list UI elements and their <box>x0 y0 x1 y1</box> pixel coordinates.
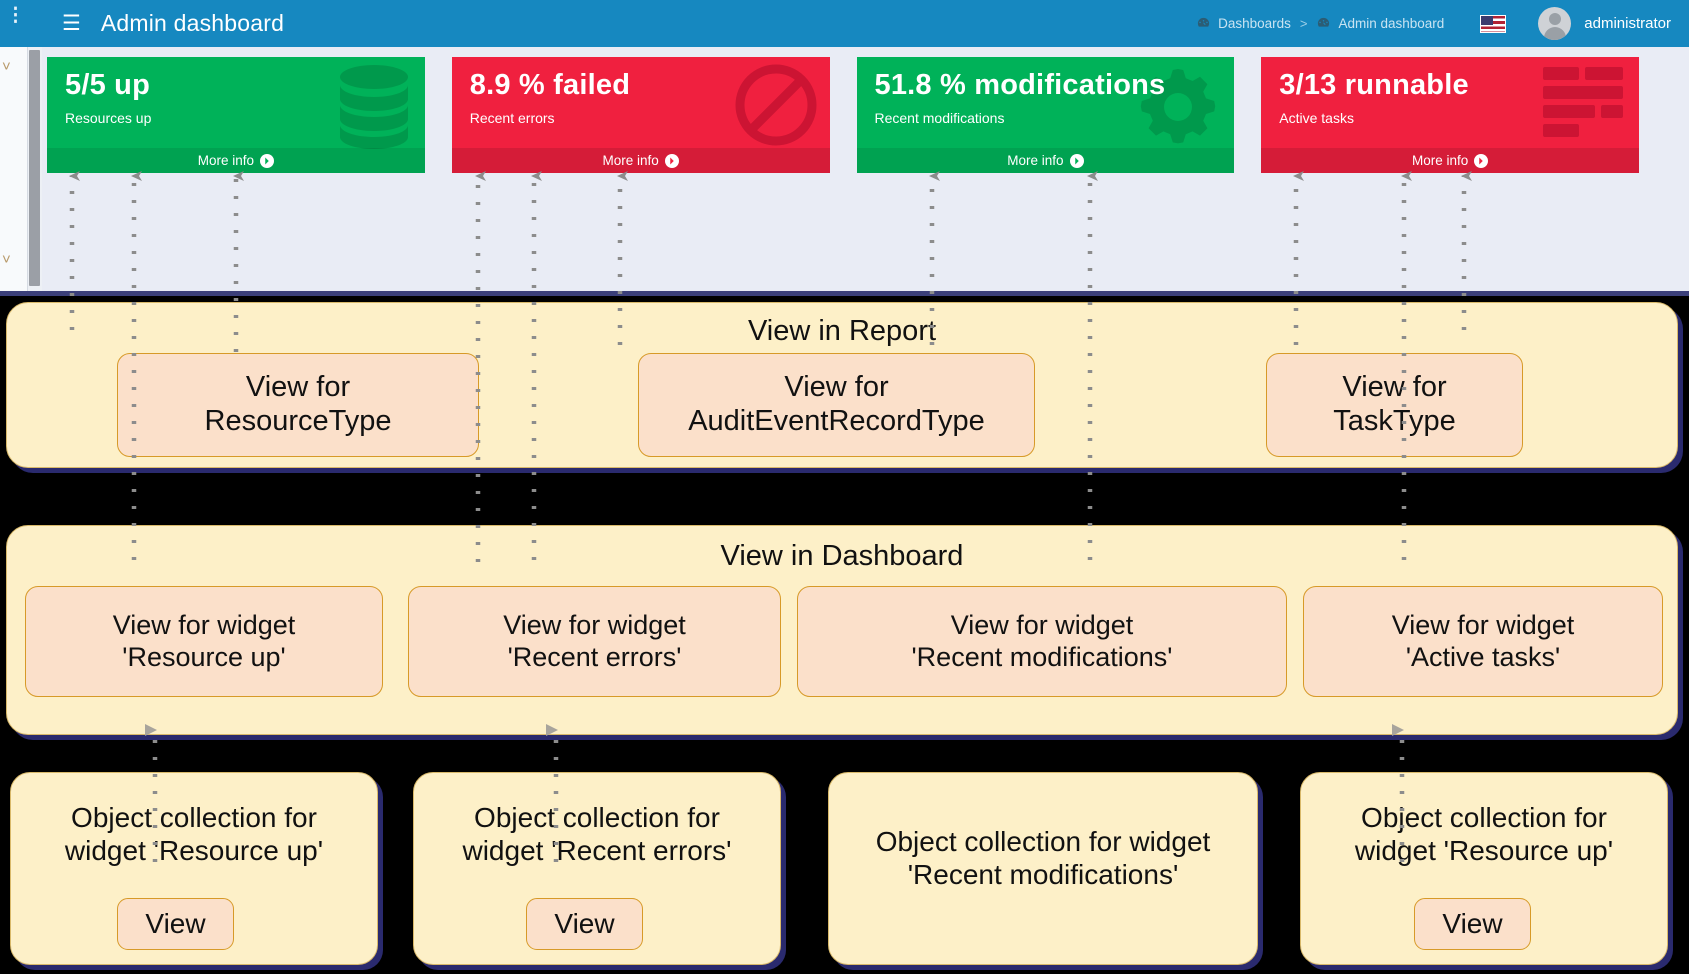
breadcrumb: Dashboards > Admin dashboard <box>1196 16 1444 31</box>
widget-card-row: 5/5 up Resources up More info <box>47 57 1639 173</box>
widget-value: 3/13 runnable <box>1279 69 1469 101</box>
widget-card-active-tasks[interactable]: 3/13 runnable Active tasks More info <box>1261 57 1639 173</box>
user-avatar-icon[interactable] <box>1538 7 1572 40</box>
chevron-down-icon[interactable]: ˅ <box>2 251 11 268</box>
node-label: View for AuditEventRecordType <box>688 371 985 437</box>
widget-description: Recent modifications <box>874 110 1005 127</box>
breadcrumb-item-admin-dashboard[interactable]: Admin dashboard <box>1316 16 1444 31</box>
widget-description: Resources up <box>65 110 152 127</box>
node-view-for-tasktype[interactable]: View for TaskType <box>1266 353 1523 457</box>
object-collection-resource-up: Object collection for widget 'Resource u… <box>10 772 378 965</box>
node-label: View for TaskType <box>1333 371 1456 437</box>
flag-canton <box>1481 15 1494 25</box>
view-button[interactable]: View <box>117 898 234 950</box>
user-name-label: administrator <box>1584 15 1671 32</box>
object-collection-label: Object collection for widget 'Recent mod… <box>875 826 1211 891</box>
node-widget-active-tasks[interactable]: View for widget 'Active tasks' <box>1303 586 1663 697</box>
view-in-dashboard-panel: View in Dashboard View for widget 'Resou… <box>6 525 1678 735</box>
gauge-icon <box>1196 16 1211 31</box>
panel-title-dashboard: View in Dashboard <box>720 540 964 572</box>
widget-more-info-link[interactable]: More info <box>47 148 425 173</box>
widget-more-info-link[interactable]: More info <box>451 148 830 173</box>
page-title: Admin dashboard <box>100 10 285 36</box>
top-navbar: ⋮ ☰ Admin dashboard Dashboards > <box>0 0 1689 47</box>
widget-card-body: 5/5 up Resources up <box>47 57 425 127</box>
sidebar-toggle-nub[interactable]: ⋮ <box>6 4 25 26</box>
node-label: View for widget 'Recent modifications' <box>911 610 1173 672</box>
arrow-circle-right-icon <box>260 153 275 168</box>
breadcrumb-separator: > <box>1299 16 1308 31</box>
navbar-left: ⋮ ☰ Admin dashboard <box>0 4 285 38</box>
gauge-icon <box>1316 16 1331 31</box>
object-collection-recent-modifications: Object collection for widget 'Recent mod… <box>828 772 1258 965</box>
widget-more-info-link[interactable]: More info <box>1261 148 1639 173</box>
widget-more-info-link[interactable]: More info <box>856 148 1235 173</box>
widget-card-recent-modifications[interactable]: 51.8 % modifications Recent modification… <box>856 57 1235 173</box>
view-in-report-panel: View in Report View for ResourceType Vie… <box>6 302 1678 468</box>
node-view-for-auditeventrecordtype[interactable]: View for AuditEventRecordType <box>638 353 1035 457</box>
gear-icon <box>1134 63 1222 156</box>
widget-value: 5/5 up <box>65 69 150 101</box>
widget-card-body: 8.9 % failed Recent errors <box>452 57 830 127</box>
widget-card-recent-errors[interactable]: 8.9 % failed Recent errors More info <box>451 57 830 173</box>
database-icon <box>335 63 413 154</box>
object-collection-label: Object collection for widget 'Recent err… <box>462 802 732 867</box>
ban-icon <box>734 63 818 152</box>
widget-card-resources-up[interactable]: 5/5 up Resources up More info <box>47 57 425 173</box>
view-button-label: View <box>145 908 206 939</box>
panel-title-report: View in Report <box>747 315 937 347</box>
node-widget-recent-errors[interactable]: View for widget 'Recent errors' <box>408 586 781 697</box>
more-info-label: More info <box>197 153 255 168</box>
widget-description: Active tasks <box>1279 110 1354 127</box>
hamburger-icon[interactable]: ☰ <box>62 12 81 35</box>
more-info-label: More info <box>1411 153 1469 168</box>
view-button[interactable]: View <box>1414 898 1531 950</box>
scrollbar-thumb[interactable] <box>29 50 40 286</box>
view-button[interactable]: View <box>526 898 643 950</box>
breadcrumb-label: Admin dashboard <box>1338 16 1445 31</box>
view-button-label: View <box>554 908 615 939</box>
node-widget-recent-modifications[interactable]: View for widget 'Recent modifications' <box>797 586 1287 697</box>
more-info-label: More info <box>602 153 659 168</box>
view-button-label: View <box>1442 908 1503 939</box>
node-label: View for widget 'Recent errors' <box>503 610 686 672</box>
node-widget-resource-up[interactable]: View for widget 'Resource up' <box>25 586 383 697</box>
us-flag-icon[interactable] <box>1480 14 1507 33</box>
node-label: View for widget 'Active tasks' <box>1391 610 1575 672</box>
object-collection-label: Object collection for widget 'Resource u… <box>64 802 324 867</box>
object-collection-resource-up-2: Object collection for widget 'Resource u… <box>1300 772 1668 965</box>
arrow-circle-right-icon <box>1474 153 1489 168</box>
arrow-circle-right-icon <box>664 153 679 168</box>
object-collection-recent-errors: Object collection for widget 'Recent err… <box>413 772 781 965</box>
widget-card-body: 51.8 % modifications Recent modification… <box>857 57 1235 127</box>
object-collection-label: Object collection for widget 'Resource u… <box>1354 802 1614 867</box>
tasks-icon <box>1539 63 1627 148</box>
chevron-down-icon[interactable]: ˅ <box>2 58 11 75</box>
node-label: View for ResourceType <box>204 371 392 437</box>
arrow-circle-right-icon <box>1069 153 1084 168</box>
admin-dashboard-app: ⋮ ☰ Admin dashboard Dashboards > <box>0 0 1689 296</box>
widget-card-body: 3/13 runnable Active tasks <box>1261 57 1639 127</box>
navbar-right: Dashboards > Admin dashboard administr <box>1196 7 1689 40</box>
breadcrumb-item-dashboards[interactable]: Dashboards <box>1196 16 1291 31</box>
more-info-label: More info <box>1007 153 1064 168</box>
widget-description: Recent errors <box>469 110 555 127</box>
node-view-for-resourcetype[interactable]: View for ResourceType <box>117 353 479 457</box>
widget-value: 8.9 % failed <box>469 69 631 101</box>
breadcrumb-label: Dashboards <box>1218 16 1291 31</box>
widget-value: 51.8 % modifications <box>874 69 1166 101</box>
node-label: View for widget 'Resource up' <box>112 610 296 672</box>
sidebar-collapsed[interactable]: ˅ ˅ <box>0 47 28 291</box>
